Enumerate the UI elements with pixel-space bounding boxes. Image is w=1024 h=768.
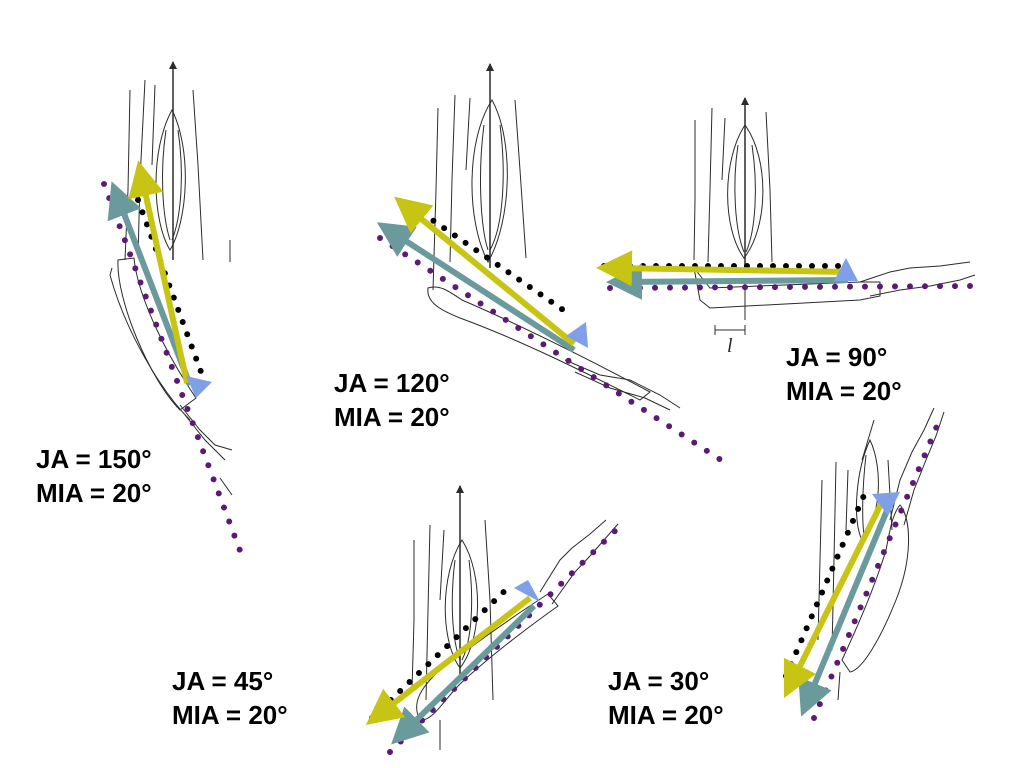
muscle-force-arrow — [128, 160, 190, 384]
label-ja150: JA = 150° MIA = 20° — [36, 442, 152, 510]
joint-angle-text: JA = 45° — [172, 666, 274, 696]
arm-sketch — [411, 519, 619, 750]
tendon-force-arrow — [391, 603, 537, 745]
joint-angle-text: JA = 90° — [786, 342, 888, 372]
joint-angle-text: JA = 120° — [334, 368, 450, 398]
label-ja45: JA = 45° MIA = 20° — [172, 664, 288, 732]
panel-ja150 — [101, 61, 245, 559]
arm-sketch — [109, 79, 233, 496]
muscle-insertion-angle-text: MIA = 20° — [786, 376, 902, 406]
muscle-line-dots — [135, 197, 207, 383]
tendon-force-arrow — [606, 263, 849, 300]
tendon-force-arrow — [798, 506, 891, 717]
forearm-line-dots — [377, 235, 727, 465]
biceps-muscle — [727, 124, 764, 259]
forearm-line-dots — [607, 283, 975, 291]
biceps-muscle — [471, 99, 508, 264]
forearm-line-dots — [387, 521, 625, 755]
biceps-muscle — [155, 108, 186, 251]
label-ja30: JA = 30° MIA = 20° — [608, 664, 724, 732]
label-ja120: JA = 120° MIA = 20° — [334, 366, 450, 434]
joint-angle-text: JA = 30° — [608, 666, 710, 696]
panel-ja30 — [783, 407, 945, 721]
insertion-arrowhead — [514, 580, 540, 602]
forearm-line-dots — [101, 181, 245, 559]
insertion-arrowhead — [872, 492, 900, 516]
muscle-force-arrow — [365, 595, 532, 726]
panel-ja45 — [365, 485, 625, 755]
label-ja90: JA = 90° MIA = 20° — [786, 340, 902, 408]
muscle-insertion-angle-text: MIA = 20° — [608, 700, 724, 730]
muscle-line-dots — [783, 483, 871, 679]
panel-ja90: l — [596, 97, 976, 357]
insertion-arrowhead — [834, 258, 858, 281]
lever-arm-label: l — [727, 335, 733, 357]
forearm-line-dots — [811, 411, 945, 721]
joint-angle-text: JA = 150° — [36, 444, 152, 474]
panel-ja120 — [376, 63, 727, 465]
muscle-force-arrow — [394, 196, 576, 347]
muscle-force-arrow — [596, 250, 851, 287]
muscle-insertion-angle-text: MIA = 20° — [36, 478, 152, 508]
muscle-insertion-angle-text: MIA = 20° — [172, 700, 288, 730]
insertion-arrowhead — [566, 322, 588, 348]
insertion-arrowhead — [186, 376, 212, 398]
muscle-force-arrow — [783, 500, 885, 699]
tendon-force-arrow — [376, 222, 576, 353]
muscle-insertion-angle-text: MIA = 20° — [334, 402, 450, 432]
